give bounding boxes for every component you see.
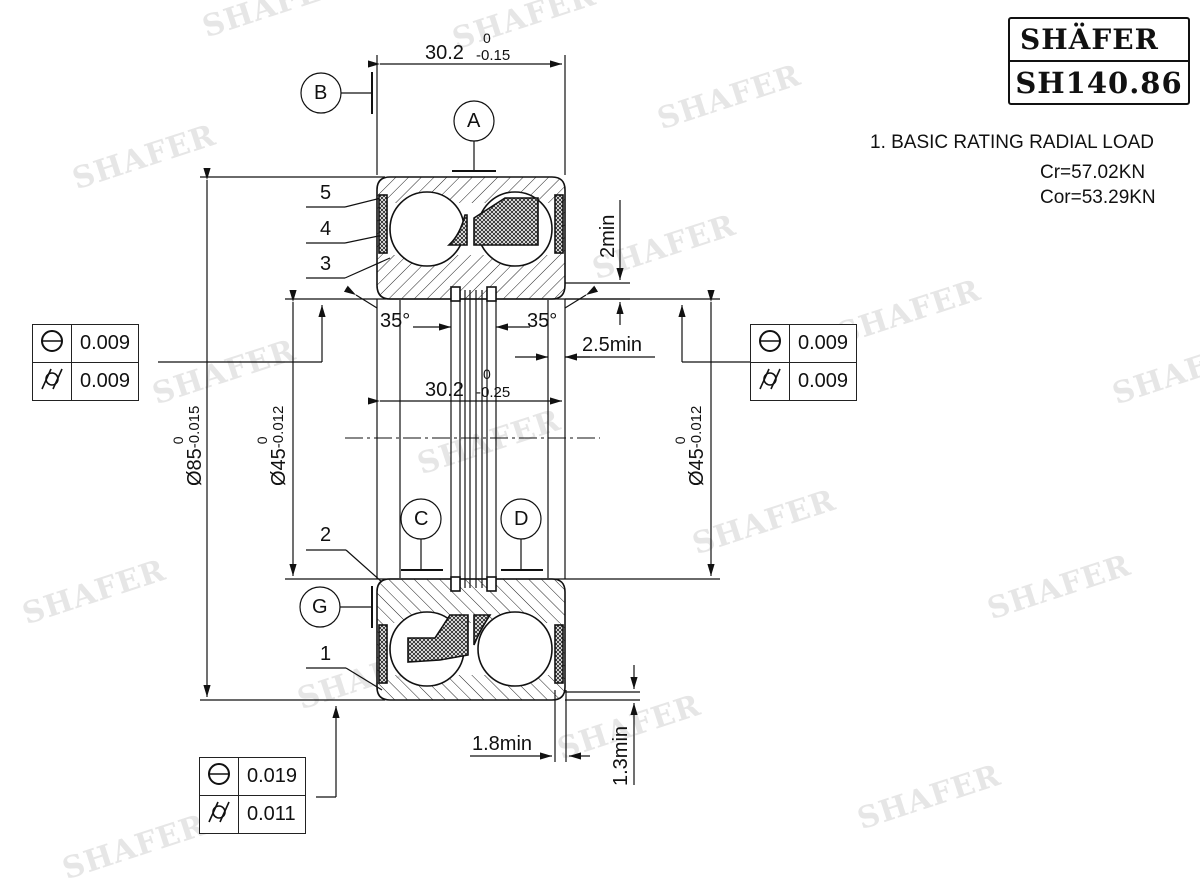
contact-angle-left: 35° (380, 310, 411, 332)
bore-left-nominal: Ø45 (268, 448, 290, 486)
cylindricity-icon (32, 362, 72, 401)
chamfer-1-3min: 1.3min (610, 725, 632, 786)
bore-right-upper: 0 (672, 436, 688, 445)
right-circularity-value: 0.009 (788, 324, 858, 363)
note-cr: Cr=57.02KN (1040, 162, 1146, 183)
width-top-nominal: 30.2 (425, 42, 464, 64)
datum-g: G (312, 596, 328, 618)
callout-1: 1 (320, 643, 332, 665)
outer-diameter-nominal: Ø85 (184, 448, 206, 486)
outer-diameter-dim: Ø85 0-0.015 (170, 396, 207, 486)
chamfer-1-8min: 1.8min (472, 733, 533, 755)
callout-3: 3 (320, 253, 332, 275)
note-basic-rating: 1. BASIC RATING RADIAL LOAD (870, 132, 1155, 153)
brand-name: SHÄFER (1010, 19, 1188, 62)
width-top-lower: -0.15 (476, 47, 511, 64)
datum-d: D (514, 508, 529, 530)
bearing-section-lower (376, 576, 566, 701)
datum-a: A (467, 110, 481, 132)
right-cylindricity-value: 0.009 (788, 362, 858, 401)
callout-5: 5 (320, 182, 332, 204)
callout-2: 2 (320, 524, 332, 546)
circularity-icon (750, 324, 790, 363)
tolerance-frame-left: 0.009 0.009 (32, 324, 140, 401)
width-mid-lower: -0.25 (476, 384, 511, 401)
width-mid-upper: 0 (483, 366, 491, 382)
circularity-icon (199, 757, 239, 796)
contact-angle-right: 35° (527, 310, 558, 332)
left-circularity-value: 0.009 (70, 324, 140, 363)
bore-left-lower: -0.012 (270, 405, 287, 449)
datum-c: C (414, 508, 429, 530)
bore-right-nominal: Ø45 (686, 448, 708, 486)
chamfer-2min: 2min (597, 214, 619, 258)
cylindricity-icon (750, 362, 790, 401)
part-number: SH140.86 (1015, 65, 1183, 100)
cylindricity-icon (199, 795, 239, 834)
bore-left-upper: 0 (254, 436, 270, 445)
bore-right-dim: Ø45 0-0.012 (672, 396, 709, 486)
left-cylindricity-value: 0.009 (70, 362, 140, 401)
width-top-upper: 0 (483, 30, 491, 46)
circularity-icon (32, 324, 72, 363)
outer-diameter-lower: -0.015 (186, 405, 203, 449)
width-mid-nominal: 30.2 (425, 379, 464, 401)
bore-left-dim: Ø45 0-0.012 (254, 396, 291, 486)
brand-logo-box: SHÄFER SH140.86 (1008, 17, 1190, 105)
bottom-circularity-value: 0.019 (237, 757, 307, 796)
bore-right-lower: -0.012 (688, 405, 705, 449)
bearing-section-upper (376, 176, 566, 302)
bearing-drawing (158, 55, 754, 798)
chamfer-2-5min: 2.5min (582, 334, 643, 356)
outer-diameter-upper: 0 (170, 436, 186, 445)
datum-b: B (314, 82, 328, 104)
bottom-cylindricity-value: 0.011 (237, 795, 307, 834)
callout-4: 4 (320, 218, 332, 240)
note-cor: Cor=53.29KN (1040, 187, 1156, 208)
tolerance-frame-bottom: 0.019 0.011 (199, 757, 307, 834)
tolerance-frame-right: 0.009 0.009 (750, 324, 858, 401)
